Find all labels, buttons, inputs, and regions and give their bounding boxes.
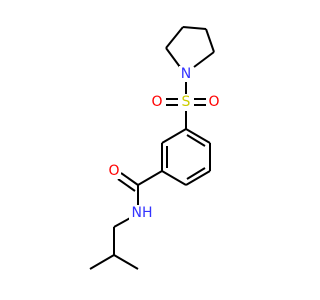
bond-benzene-3 <box>185 170 211 186</box>
atom-o-amide-label: O <box>108 163 119 179</box>
atom-s-label: S <box>182 94 191 110</box>
molecule-diagram: N S O O O NH <box>89 26 221 270</box>
atom-o-amide: O <box>107 163 121 179</box>
atom-nh: NH <box>129 205 153 221</box>
bond-benzene-1 <box>185 128 211 144</box>
bond-ring-c2-c3 <box>182 26 207 30</box>
atom-o-right: O <box>207 94 221 110</box>
bond-c-o-b <box>117 178 136 192</box>
atom-o-left-label: O <box>151 94 162 110</box>
atom-s: S <box>179 94 193 110</box>
bond-ring-c3-c4 <box>205 28 215 53</box>
bond-ring-c1-c2 <box>165 26 184 49</box>
molecule-structure: N S O O O NH <box>89 26 221 270</box>
bond-benzene-4 <box>161 170 187 186</box>
bond-benzene-inner-2 <box>186 167 206 180</box>
atom-nh-label: NH <box>132 205 153 221</box>
bond-ring-c4-n <box>193 51 215 68</box>
bond-ch-ch3-left <box>89 254 115 270</box>
bond-benzene-6 <box>161 128 187 144</box>
atom-n-ring: N <box>179 66 193 82</box>
atom-o-left: O <box>150 94 164 110</box>
bond-c-o-a <box>120 172 139 186</box>
bond-ch-ch3-right <box>113 254 139 270</box>
bond-ring-carbonyl <box>137 170 163 186</box>
bond-ring-n-c1 <box>165 47 181 68</box>
atom-o-right-label: O <box>208 94 219 110</box>
atom-n-ring-label: N <box>181 66 191 82</box>
bond-benzene-inner-1 <box>186 134 206 147</box>
